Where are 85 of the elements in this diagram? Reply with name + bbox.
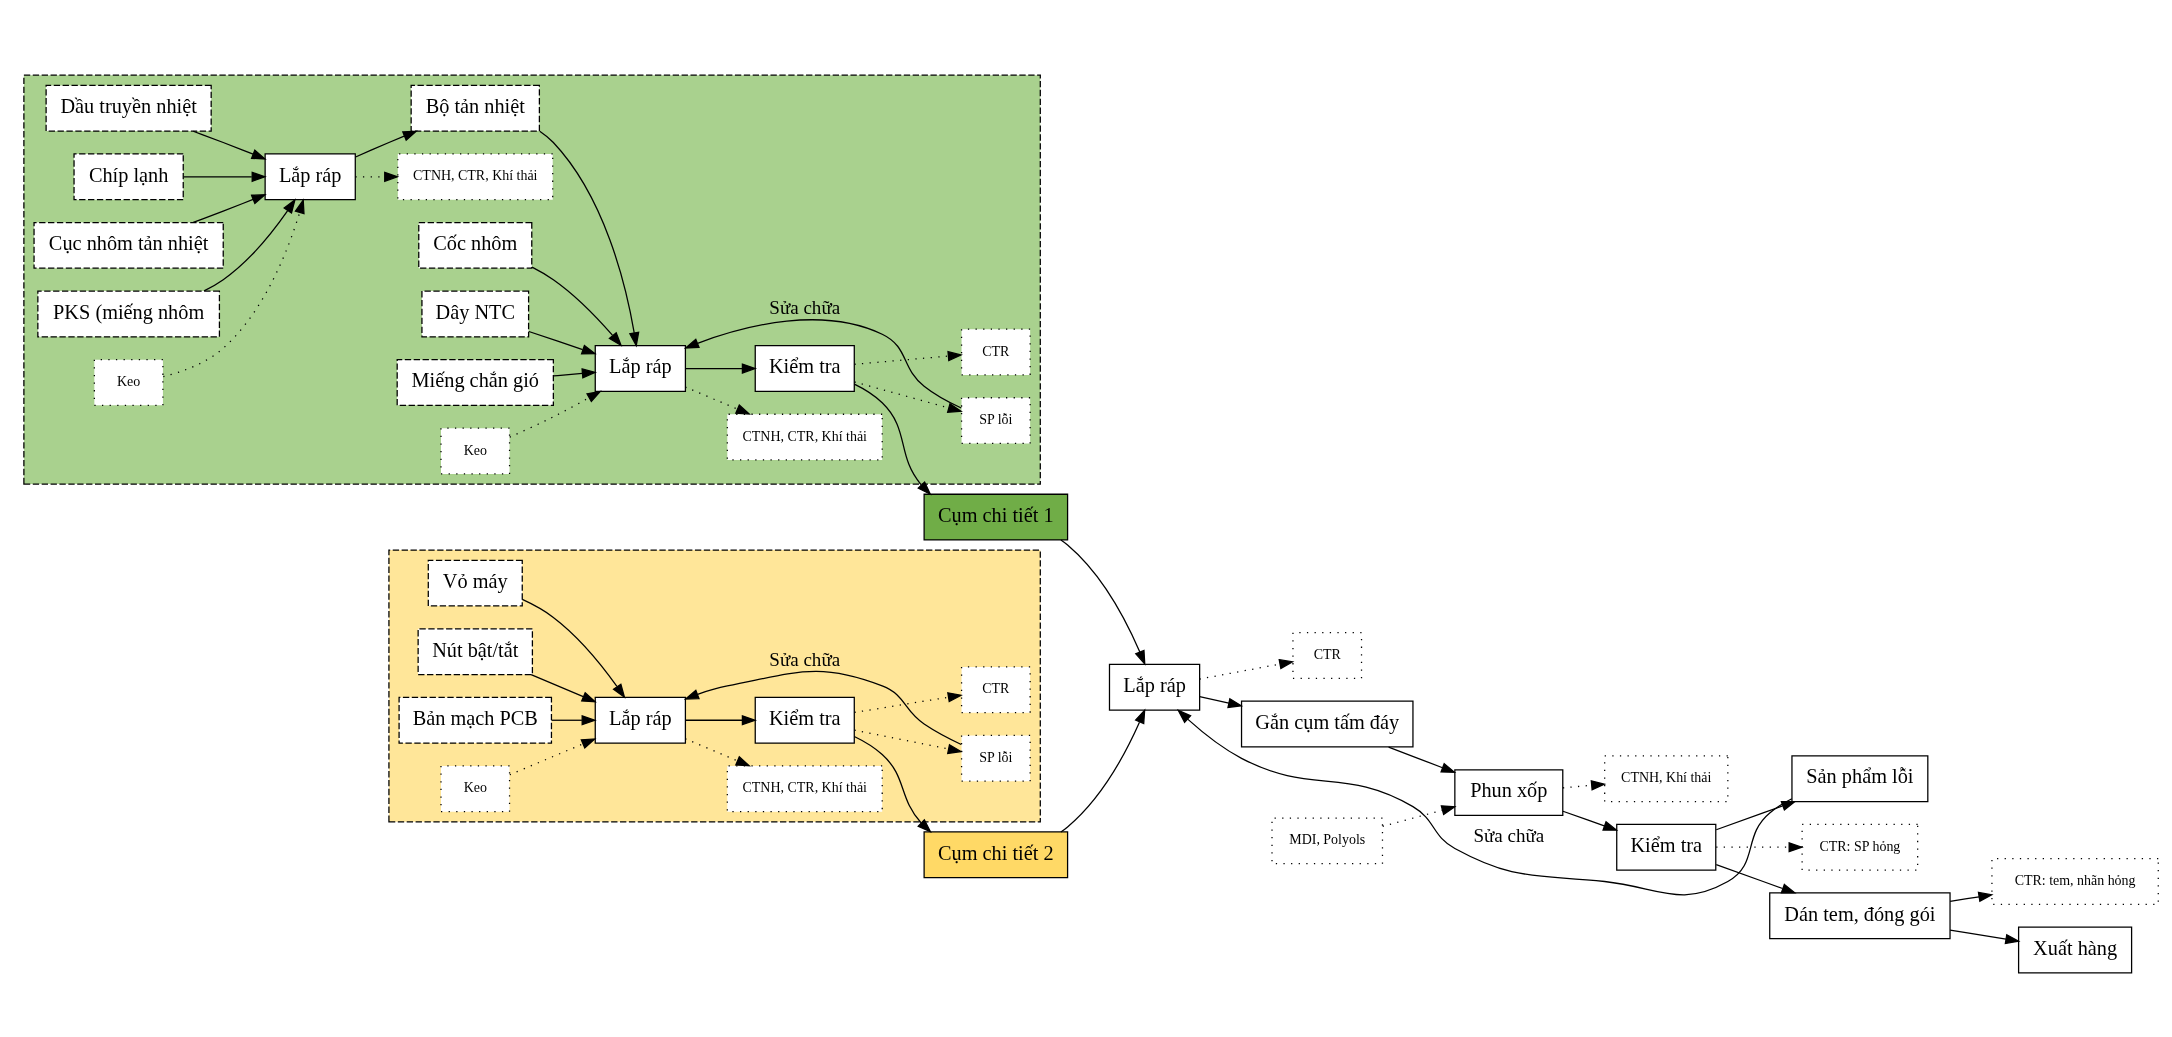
arrow: [509, 389, 602, 438]
node-box: SP lỗi: [960, 396, 1031, 444]
node-box: CTNH, CTR, Khí thải: [397, 152, 554, 200]
arrow: [551, 714, 597, 726]
arrow: [1949, 891, 1994, 902]
node-box: Dầu truyền nhiệt: [45, 84, 212, 132]
node-box: CTR: [960, 665, 1031, 713]
arrow: [1715, 863, 1797, 894]
node-box: Lắp ráp: [594, 344, 687, 392]
node-box: CTR: tem, nhãn hỏng: [1991, 857, 2159, 905]
arrow: [683, 670, 962, 745]
arrow: [853, 350, 963, 365]
node-box: CTNH, CTR, Khí thải: [726, 764, 883, 812]
edge-label: Sửa chữa: [1473, 824, 1545, 846]
arrow: [521, 598, 626, 699]
node-box: Keo: [440, 427, 511, 475]
arrow: [853, 380, 963, 413]
node-box: Xuất hàng: [2017, 926, 2133, 974]
arrow: [684, 737, 751, 767]
edge-label: Sửa chữa: [769, 296, 841, 318]
arrow: [162, 197, 305, 377]
arrow: [203, 197, 296, 291]
node-box: Cụm chi tiết 1: [923, 493, 1069, 541]
node-box: CTNH, Khí thải: [1604, 754, 1729, 802]
node-box: Sản phẩm lỗi: [1791, 754, 1929, 802]
node-box: Dây NTC: [421, 289, 530, 337]
node-box: Cụm chi tiết 2: [923, 830, 1069, 878]
arrow: [684, 714, 757, 726]
arrow: [1562, 779, 1607, 791]
node-box: Lắp ráp: [264, 152, 356, 200]
node-box: Gắn cụm tấm đáy: [1240, 700, 1414, 748]
arrow: [1060, 707, 1146, 833]
arrow: [1715, 800, 1797, 830]
arrow: [1199, 695, 1244, 708]
node-box: Cốc nhôm: [418, 221, 533, 269]
arrow: [354, 170, 400, 182]
node-box: CTR: [1292, 631, 1363, 679]
node-box: Nút bật/tắt: [417, 627, 534, 675]
arrow: [1382, 804, 1457, 827]
node-box: SP lỗi: [960, 734, 1031, 782]
node-box: Kiểm tra: [754, 696, 855, 744]
arrow: [853, 728, 963, 754]
node-box: Lắp ráp: [594, 696, 687, 744]
arrow: [1388, 745, 1457, 773]
arrow: [1562, 810, 1619, 831]
arrow: [684, 362, 757, 374]
node-box: Miếng chắn gió: [396, 358, 554, 406]
node-box: Vỏ máy: [427, 559, 523, 607]
node-box: PKS (miếng nhôm: [37, 289, 221, 337]
arrow: [853, 383, 932, 496]
arrow: [531, 265, 623, 347]
arrow: [530, 673, 597, 702]
arrow: [192, 130, 267, 160]
arrow: [1715, 841, 1804, 853]
arrow: [354, 130, 418, 158]
arrow: [552, 367, 597, 379]
edge-label: Sửa chữa: [769, 648, 841, 670]
arrow: [183, 170, 267, 182]
arrow: [1060, 538, 1146, 666]
arrow: [192, 193, 267, 223]
node-box: Cục nhôm tản nhiệt: [33, 221, 224, 269]
arrow: [683, 318, 962, 409]
node-box: Bản mạch PCB: [398, 696, 553, 744]
node-box: Chíp lạnh: [73, 152, 184, 200]
node-box: Kiểm tra: [1616, 823, 1717, 871]
node-box: Bộ tản nhiệt: [410, 84, 541, 132]
node-box: Keo: [93, 358, 164, 406]
arrow: [1176, 708, 1793, 895]
arrow: [853, 735, 932, 833]
node-box: Lắp ráp: [1108, 663, 1201, 711]
arrow: [528, 330, 597, 355]
node-box: CTR: [960, 328, 1031, 376]
node-box: Kiểm tra: [754, 344, 855, 392]
node-box: MDI, Polyols: [1271, 816, 1384, 864]
node-box: Keo: [440, 764, 511, 812]
arrow: [539, 130, 640, 347]
node-box: CTR: SP hỏng: [1801, 823, 1919, 871]
node-box: Phun xốp: [1454, 768, 1564, 816]
arrow: [684, 385, 751, 415]
node-box: Dán tem, đóng gói: [1769, 891, 1951, 939]
arrow: [1949, 929, 2021, 944]
arrow: [1199, 658, 1295, 680]
node-box: CTNH, CTR, Khí thải: [726, 413, 883, 461]
arrow: [853, 691, 963, 713]
arrow: [509, 737, 597, 775]
